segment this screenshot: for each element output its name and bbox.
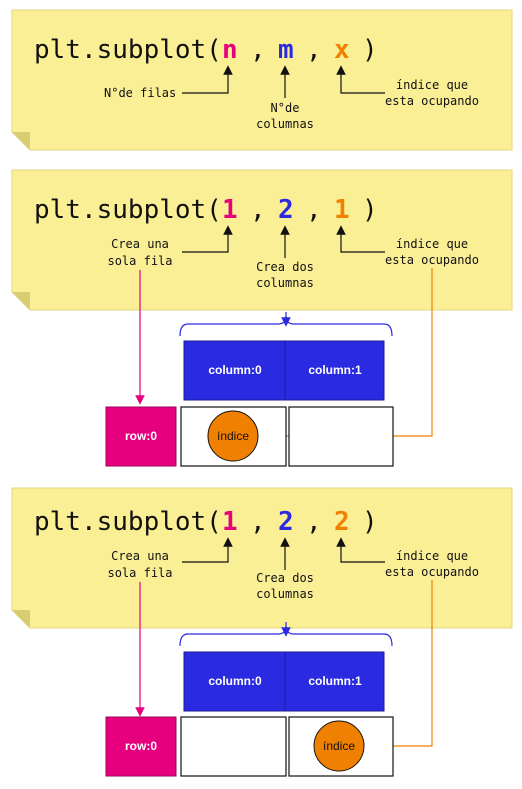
arg-rows: 1 xyxy=(222,195,238,225)
row-0-box xyxy=(105,406,177,467)
code-line-2: plt.subplot( 1 , 2 , 1 ) xyxy=(34,195,378,225)
note-fold-3 xyxy=(12,610,30,628)
arg-index: 2 xyxy=(334,507,350,537)
cols-label-line1: N°de xyxy=(271,101,300,115)
arg-rows: 1 xyxy=(222,507,238,537)
code-close: ) xyxy=(362,195,378,225)
rows-label-line1: Crea una xyxy=(111,237,169,251)
code-sep: , xyxy=(250,195,266,225)
note-fold-2 xyxy=(12,292,30,310)
index-dot-label: índice xyxy=(323,739,355,753)
column-0-box xyxy=(183,340,286,401)
sticky-note-1 xyxy=(11,9,513,151)
column-0-label: column:0 xyxy=(208,674,262,688)
sticky-note-3 xyxy=(11,487,513,629)
index-connector xyxy=(336,65,385,94)
rows-label: N°de filas xyxy=(104,86,176,100)
code-sep: , xyxy=(306,507,322,537)
arg-cols: 2 xyxy=(278,507,294,537)
code-prefix: plt.subplot( xyxy=(34,507,222,537)
code-sep: , xyxy=(250,35,266,65)
cols-label-line1: Crea dos xyxy=(256,571,314,585)
arg-cols: m xyxy=(278,35,294,65)
arg-rows: n xyxy=(222,35,238,65)
index-label-line1: índice que xyxy=(396,78,468,92)
column-0-box xyxy=(183,651,286,712)
code-sep: , xyxy=(306,195,322,225)
cols-label-line2: columnas xyxy=(256,117,314,131)
arg-index: 1 xyxy=(334,195,350,225)
rows-connector xyxy=(182,537,233,563)
rows-connector xyxy=(182,225,233,253)
code-close: ) xyxy=(362,507,378,537)
index-dot-label: índice xyxy=(217,429,249,443)
code-sep: , xyxy=(250,507,266,537)
row-0-label: row:0 xyxy=(125,429,157,443)
panel-2: plt.subplot( 1 , 2 , 1 ) Crea una sola f… xyxy=(11,169,513,467)
index-label-line2: esta ocupando xyxy=(385,565,479,579)
panel-1: plt.subplot( n , m , x ) N°de filas N°de… xyxy=(11,9,513,151)
code-prefix: plt.subplot( xyxy=(34,195,222,225)
rows-connector xyxy=(182,65,233,94)
column-0-label: column:0 xyxy=(208,363,262,377)
index-label-line2: esta ocupando xyxy=(385,253,479,267)
row-0-box xyxy=(105,716,177,777)
code-prefix: plt.subplot( xyxy=(34,35,222,65)
code-sep: , xyxy=(306,35,322,65)
index-label-line1: índice que xyxy=(396,549,468,563)
rows-label-line2: sola fila xyxy=(107,566,172,580)
panel-3: plt.subplot( 1 , 2 , 2 ) Crea una sola f… xyxy=(11,487,513,777)
index-label-line1: índice que xyxy=(396,237,468,251)
code-line-1: plt.subplot( n , m , x ) xyxy=(34,35,378,65)
column-1-box xyxy=(284,651,385,712)
row-0-label: row:0 xyxy=(125,739,157,753)
index-dot xyxy=(313,720,365,772)
cols-label-line2: columnas xyxy=(256,587,314,601)
code-line-3: plt.subplot( 1 , 2 , 2 ) xyxy=(34,507,378,537)
sticky-note-2 xyxy=(11,169,513,311)
column-1-box xyxy=(284,340,385,401)
arg-cols: 2 xyxy=(278,195,294,225)
index-dot xyxy=(207,410,259,462)
index-connector xyxy=(336,225,385,253)
arg-index: x xyxy=(334,35,350,65)
note-fold-1 xyxy=(12,132,30,150)
index-connector xyxy=(336,537,385,563)
cols-label-line2: columnas xyxy=(256,276,314,290)
column-1-label: column:1 xyxy=(308,363,362,377)
rows-label-line1: Crea una xyxy=(111,549,169,563)
rows-label-line2: sola fila xyxy=(107,254,172,268)
column-1-label: column:1 xyxy=(308,674,362,688)
code-close: ) xyxy=(362,35,378,65)
subplot-cell-2 xyxy=(288,406,394,467)
cols-label-line1: Crea dos xyxy=(256,260,314,274)
subplot-cell-1 xyxy=(180,716,287,777)
index-label-line2: esta ocupando xyxy=(385,94,479,108)
